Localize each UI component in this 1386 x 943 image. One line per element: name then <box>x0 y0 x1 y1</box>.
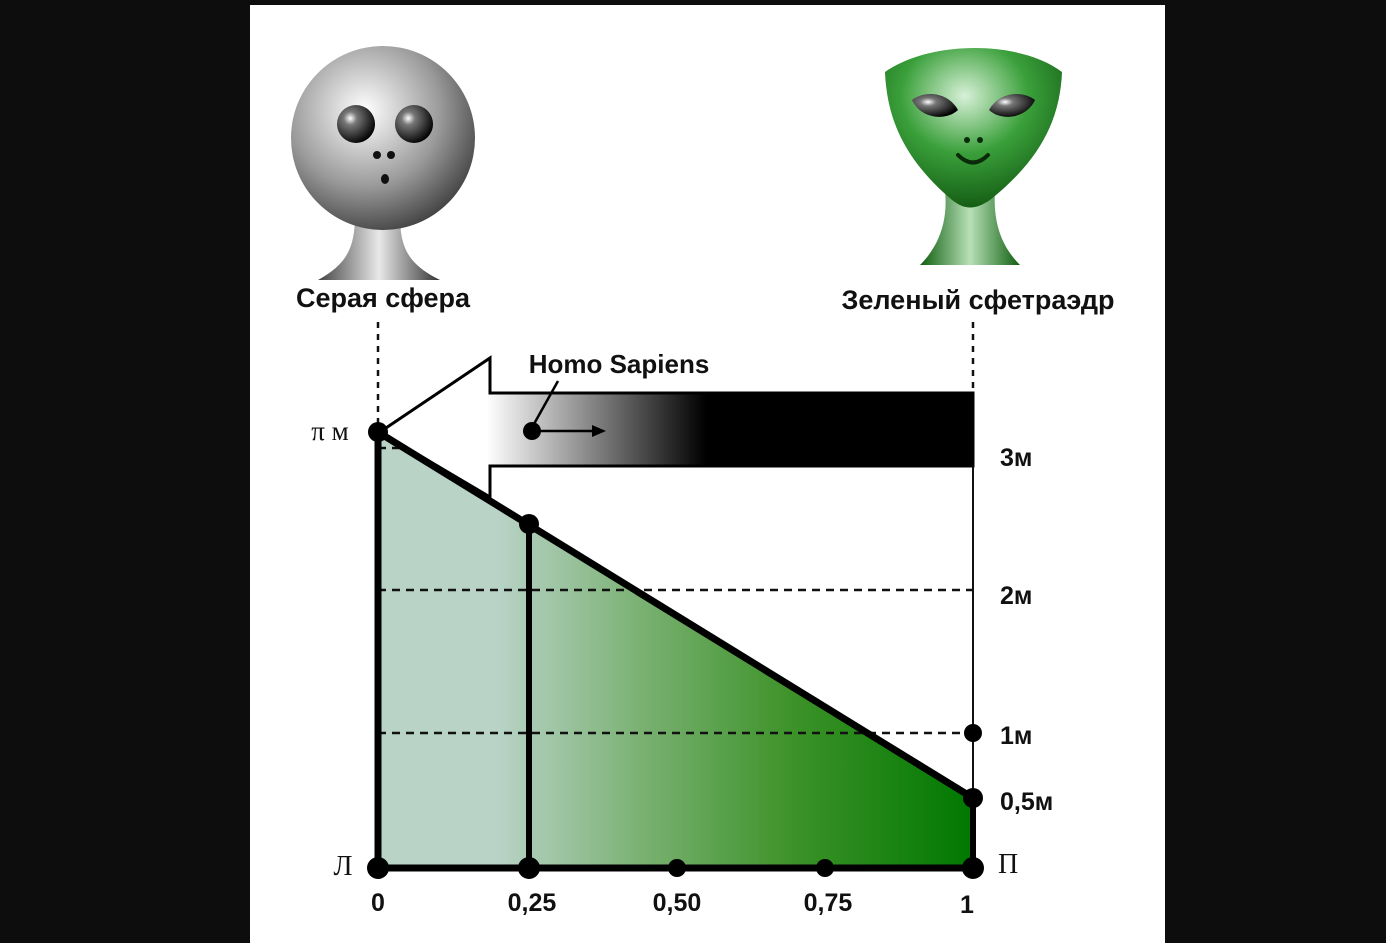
point-x-1 <box>962 857 984 879</box>
label-p: П <box>998 849 1018 880</box>
direction-arrow-head <box>592 425 606 437</box>
green-alien-nostril <box>977 137 983 143</box>
green-sphetrahedron-caption: Зеленый сфетраэдр <box>841 285 1114 315</box>
green-alien-nostril <box>964 137 970 143</box>
tick-1m: 1м <box>1000 722 1032 750</box>
point-homo-sapiens <box>523 422 541 440</box>
label-pi-m: π м <box>311 416 348 446</box>
x-tick-0-25: 0,25 <box>508 889 557 917</box>
label-l: Л <box>334 851 353 882</box>
gray-alien-right-eye <box>395 105 433 143</box>
x-tick-0: 0 <box>371 889 385 917</box>
homo-sapiens-pointer <box>532 380 560 425</box>
point-x-0 <box>367 857 389 879</box>
green-alien-right-eye <box>989 94 1035 117</box>
gray-alien-nostril <box>373 151 381 159</box>
point-quarter-top <box>519 514 539 534</box>
green-sphetrahedron-alien <box>885 48 1062 265</box>
point-half-m <box>963 788 983 808</box>
shaded-area <box>378 432 973 868</box>
green-alien-mouth <box>956 153 990 165</box>
gray-alien-neck <box>318 215 440 280</box>
homo-sapiens-label: Homo Sapiens <box>529 349 710 379</box>
green-alien-neck <box>920 190 1020 265</box>
point-x-0-75 <box>816 859 834 877</box>
point-top-left <box>368 422 388 442</box>
point-1m <box>964 724 982 742</box>
gray-alien-left-eye <box>337 105 375 143</box>
point-x-0-50 <box>668 859 686 877</box>
sloped-line <box>376 429 975 801</box>
tick-3m: 3м <box>1000 444 1032 472</box>
x-tick-1: 1 <box>960 891 974 919</box>
gray-sphere-alien <box>291 46 475 280</box>
gray-alien-mouth <box>381 174 389 184</box>
gray-alien-nostril <box>387 151 395 159</box>
gray-sphere-caption: Серая сфера <box>296 283 471 313</box>
x-tick-0-75: 0,75 <box>804 889 853 917</box>
green-alien-head <box>885 48 1062 208</box>
point-x-0-25 <box>518 857 540 879</box>
x-tick-0-50: 0,50 <box>653 889 702 917</box>
tick-half-m: 0,5м <box>1000 788 1053 816</box>
green-alien-left-eye <box>912 94 958 117</box>
tick-2m: 2м <box>1000 582 1032 610</box>
gray-alien-head <box>291 46 475 230</box>
